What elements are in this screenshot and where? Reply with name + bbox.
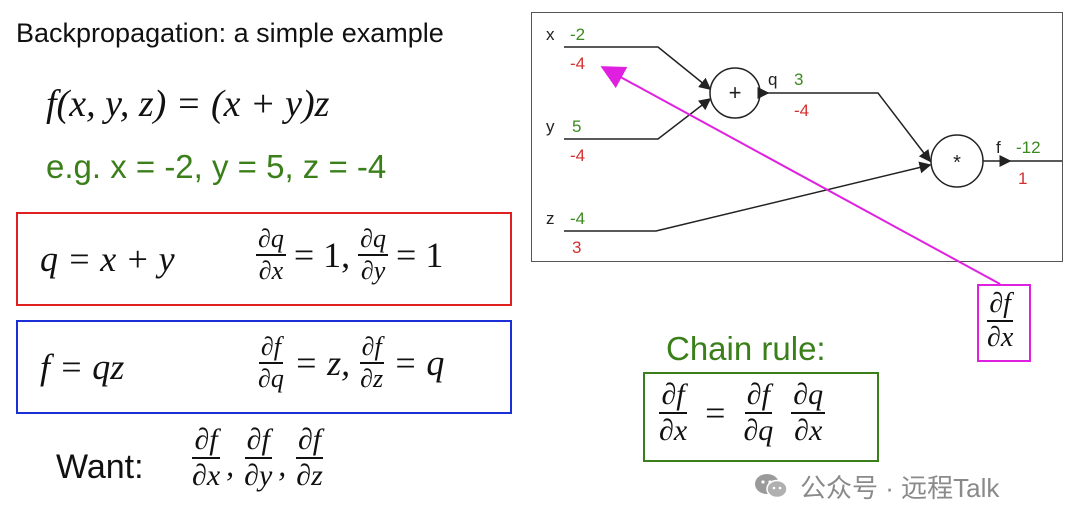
watermark-text: 公众号 · 远程Talk (800, 473, 1000, 503)
y-forward-value: 5 (572, 117, 581, 136)
dq-dx-fraction: ∂q ∂x (256, 226, 286, 284)
want-df-dx-denominator: ∂x (192, 459, 221, 492)
highlight-numerator: ∂f (987, 290, 1013, 322)
z-wire (564, 161, 932, 232)
chain-lhs-numerator: ∂f (659, 380, 687, 414)
dq-dy-denominator: ∂y (360, 256, 386, 285)
q-partials: ∂q ∂x = 1, ∂q ∂y = 1 (254, 226, 443, 284)
f-equation: f = qz (40, 347, 125, 387)
dq-dy-value: = 1 (396, 235, 444, 275)
q-wire (760, 92, 931, 163)
want-comma-1: , (226, 446, 235, 483)
chain-rule-equation: ∂f ∂x = ∂f ∂q ∂q ∂x (655, 380, 827, 446)
dq-dx-numerator: ∂q (256, 226, 286, 256)
y-wire (564, 98, 712, 140)
dq-dx-value: = 1, (293, 235, 351, 275)
chain-r2-denominator: ∂x (794, 414, 823, 447)
f-equation-box: f = qz ∂f ∂q = z, ∂f ∂z = q (16, 320, 512, 414)
df-dq-value: = z, (293, 343, 351, 383)
want-df-dx-numerator: ∂f (192, 425, 220, 459)
chain-equals: = (705, 393, 726, 433)
q-equation: q = x + y (40, 239, 175, 279)
computational-graph: + * x -2 -4 y 5 -4 z -4 3 q 3 -4 f -12 1 (531, 12, 1063, 262)
want-df-dz-denominator: ∂z (296, 459, 323, 492)
x-backward-value: -4 (570, 54, 585, 73)
f-backward-value: 1 (1018, 169, 1027, 188)
highlight-df-dx: ∂f ∂x (985, 290, 1015, 352)
z-forward-value: -4 (570, 209, 585, 228)
highlight-arrow (600, 66, 1001, 285)
f-forward-value: -12 (1016, 138, 1041, 157)
chain-lhs-denominator: ∂x (659, 414, 688, 447)
x-label: x (546, 25, 555, 44)
q-equation-box: q = x + y ∂q ∂x = 1, ∂q ∂y = 1 (16, 212, 512, 306)
want-gradients: ∂f ∂x , ∂f ∂y , ∂f ∂z (188, 425, 327, 491)
z-label: z (546, 209, 555, 228)
y-backward-value: -4 (570, 146, 585, 165)
want-df-dy: ∂f ∂y (242, 425, 274, 491)
want-df-dy-numerator: ∂f (244, 425, 272, 459)
highlight-df-dx-box: ∂f ∂x (977, 284, 1031, 362)
want-df-dz: ∂f ∂z (294, 425, 325, 491)
df-dq-denominator: ∂q (258, 364, 284, 393)
df-dz-fraction: ∂f ∂z (358, 334, 385, 392)
df-dz-numerator: ∂f (359, 334, 384, 364)
dq-dy-numerator: ∂q (358, 226, 389, 256)
function-rhs: (x + y)z (210, 83, 330, 125)
add-op-label: + (729, 80, 742, 105)
chain-lhs-fraction: ∂f ∂x (657, 380, 689, 446)
chain-r1-denominator: ∂q (743, 414, 774, 447)
wechat-icon (755, 474, 788, 499)
q-label: q (768, 70, 777, 89)
page-title: Backpropagation: a simple example (16, 18, 444, 48)
chain-r1-numerator: ∂f (744, 380, 772, 414)
mul-op-label: * (953, 152, 961, 174)
example-values: e.g. x = -2, y = 5, z = -4 (46, 148, 387, 185)
y-label: y (546, 117, 555, 136)
z-backward-value: 3 (572, 238, 581, 257)
highlight-denominator: ∂x (987, 322, 1014, 353)
x-wire (564, 46, 712, 90)
chain-r2-numerator: ∂q (791, 380, 826, 414)
f-label: f (996, 138, 1001, 157)
dq-dx-denominator: ∂x (258, 256, 284, 285)
x-forward-value: -2 (570, 25, 585, 44)
function-definition: f(x, y, z) = (x + y)z (46, 82, 329, 126)
want-label: Want: (56, 448, 144, 486)
function-lhs: f(x, y, z) = (46, 83, 211, 125)
chain-r2-fraction: ∂q ∂x (791, 380, 826, 447)
df-dz-value: = q (393, 343, 445, 383)
f-partials: ∂f ∂q = z, ∂f ∂z = q (254, 334, 444, 392)
dq-dy-fraction: ∂q ∂y (358, 226, 389, 285)
df-dq-fraction: ∂f ∂q (256, 334, 286, 392)
df-dz-denominator: ∂z (360, 364, 384, 393)
df-dq-numerator: ∂f (258, 334, 283, 364)
chain-r1-fraction: ∂f ∂q (741, 380, 775, 446)
q-forward-value: 3 (794, 70, 803, 89)
want-df-dx: ∂f ∂x (190, 425, 222, 491)
chain-rule-label: Chain rule: (666, 330, 826, 367)
chain-rule-box: ∂f ∂x = ∂f ∂q ∂q ∂x (643, 372, 879, 462)
want-df-dz-numerator: ∂f (295, 425, 324, 459)
want-df-dy-denominator: ∂y (244, 459, 273, 492)
graph-svg: + * x -2 -4 y 5 -4 z -4 3 q 3 -4 f -12 1 (546, 25, 1062, 257)
want-comma-2: , (278, 446, 287, 483)
q-backward-value: -4 (794, 101, 809, 120)
